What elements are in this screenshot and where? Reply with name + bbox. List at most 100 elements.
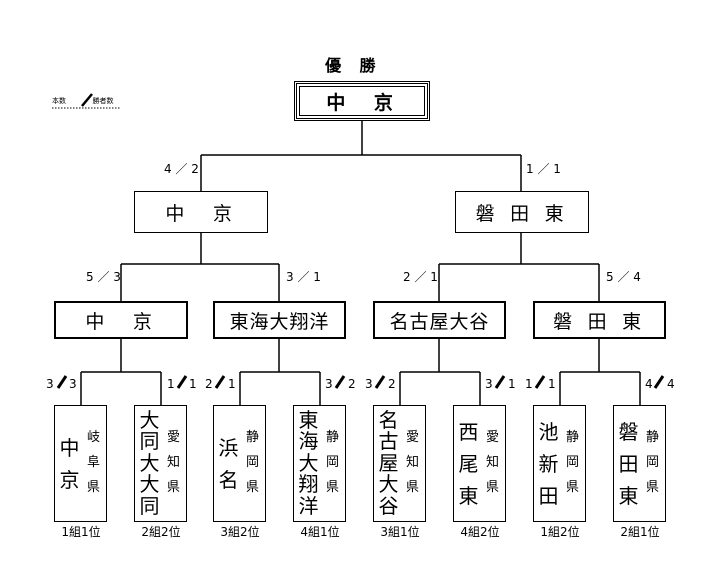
team-name-char: 翔 — [298, 472, 319, 497]
prefecture-char: 岡 — [565, 455, 579, 471]
team-name-char: 海 — [298, 429, 319, 454]
quarterfinal-name: 中 京 — [85, 310, 157, 333]
semifinal-box-left: 中 京 — [134, 191, 268, 233]
team-box: 中京岐阜県 — [54, 405, 107, 522]
team-box: 大同大大同愛知県 — [134, 405, 187, 522]
r1-score: 4 — [667, 377, 675, 391]
r1-score: 1 — [508, 377, 516, 391]
final-connector — [200, 120, 522, 191]
legend-slash — [81, 93, 93, 107]
team-name: 磐田東 — [618, 406, 639, 521]
prefecture-char: 愛 — [166, 430, 180, 446]
r1-score: 2 — [348, 377, 356, 391]
team-name: 大同大大同 — [139, 406, 160, 521]
prefecture-char: 岡 — [245, 455, 259, 471]
slash-mark — [534, 375, 546, 389]
quarterfinal-name: 磐 田 東 — [553, 310, 646, 333]
team-name: 池新田 — [538, 406, 559, 521]
team-name: 浜名 — [218, 406, 239, 521]
prefecture-char: 岡 — [325, 455, 339, 471]
r1-score: 3 — [69, 377, 77, 391]
semi-right-score-right: 5 ／ 4 — [606, 270, 641, 284]
title-champion: 優 勝 — [325, 56, 382, 75]
team-name-char: 同 — [139, 429, 160, 454]
team-seed: 4組1位 — [300, 525, 340, 539]
team-name-char: 名 — [378, 407, 399, 432]
team-seed: 2組2位 — [141, 525, 181, 539]
prefecture-char: 静 — [325, 430, 339, 446]
team-name-char: 大 — [139, 450, 160, 475]
slash-mark — [374, 375, 386, 389]
prefecture-char: 愛 — [405, 430, 419, 446]
r1-score: 4 — [645, 377, 653, 391]
quarterfinal-box-1: 中 京 — [54, 301, 188, 339]
team-name-char: 東 — [618, 483, 639, 508]
quarterfinal-name: 名古屋大谷 — [389, 310, 490, 333]
prefecture-char: 県 — [485, 479, 499, 495]
prefecture-char: 県 — [86, 479, 100, 495]
team-name-char: 中 — [59, 435, 80, 460]
team-name-char: 大 — [298, 450, 319, 475]
semi-left-score-right: 3 ／ 1 — [286, 270, 321, 284]
team-name-char: 大 — [378, 472, 399, 497]
r1-score: 1 — [525, 377, 533, 391]
team-prefecture: 静岡県 — [246, 406, 259, 521]
slash-mark — [653, 375, 665, 389]
prefecture-char: 知 — [485, 455, 499, 471]
quarterfinal-box-4: 磐 田 東 — [533, 301, 666, 339]
r1-score: 1 — [548, 377, 556, 391]
team-box: 池新田静岡県 — [533, 405, 586, 522]
team-name: 東海大翔洋 — [298, 406, 319, 521]
team-prefecture: 愛知県 — [167, 406, 180, 521]
final-score-left: 4 ／ 2 — [164, 162, 199, 176]
prefecture-char: 岡 — [645, 455, 659, 471]
team-name-char: 田 — [538, 483, 559, 508]
team-prefecture: 愛知県 — [486, 406, 499, 521]
r1-score: 1 — [228, 377, 236, 391]
team-name-char: 尾 — [458, 451, 479, 476]
qf3-connector — [399, 338, 481, 405]
qf1-connector — [80, 338, 162, 405]
prefecture-char: 知 — [166, 455, 180, 471]
semi-left-score-left: 5 ／ 3 — [86, 270, 121, 284]
team-box: 名古屋大谷愛知県 — [373, 405, 426, 522]
team-name-char: 屋 — [378, 450, 399, 475]
team-name-char: 新 — [538, 451, 559, 476]
final-score-right: 1 ／ 1 — [526, 162, 561, 176]
team-prefecture: 岐阜県 — [87, 406, 100, 521]
team-box: 東海大翔洋静岡県 — [293, 405, 346, 522]
team-name-char: 浜 — [218, 435, 239, 460]
r1-score: 1 — [189, 377, 197, 391]
semifinal-name: 中 京 — [165, 202, 237, 225]
prefecture-char: 県 — [166, 479, 180, 495]
team-prefecture: 静岡県 — [646, 406, 659, 521]
prefecture-char: 県 — [405, 479, 419, 495]
team-name-char: 田 — [618, 451, 639, 476]
slash-mark — [56, 375, 68, 389]
team-name-char: 西 — [458, 419, 479, 444]
r1-score: 2 — [205, 377, 213, 391]
team-box: 浜名静岡県 — [213, 405, 266, 522]
prefecture-char: 阜 — [86, 455, 100, 471]
prefecture-char: 静 — [245, 430, 259, 446]
team-box: 西尾東愛知県 — [453, 405, 506, 522]
r1-score: 3 — [325, 377, 333, 391]
team-name-char: 洋 — [298, 493, 319, 518]
prefecture-char: 県 — [565, 479, 579, 495]
team-name-char: 池 — [538, 419, 559, 444]
team-seed: 3組2位 — [220, 525, 260, 539]
r1-score: 2 — [388, 377, 396, 391]
champion-box: 中 京 — [294, 81, 430, 121]
prefecture-char: 岐 — [86, 430, 100, 446]
r1-score: 1 — [167, 377, 175, 391]
r1-score: 3 — [485, 377, 493, 391]
semifinal-box-right: 磐 田 東 — [455, 191, 589, 233]
prefecture-char: 県 — [245, 479, 259, 495]
r1-score: 3 — [46, 377, 54, 391]
quarterfinal-box-3: 名古屋大谷 — [373, 301, 506, 339]
team-name-char: 京 — [59, 467, 80, 492]
team-seed: 1組1位 — [61, 525, 101, 539]
champion-name: 中 京 — [326, 91, 398, 114]
qf2-connector — [239, 338, 321, 405]
legend: 本数 勝者数 — [52, 96, 113, 106]
